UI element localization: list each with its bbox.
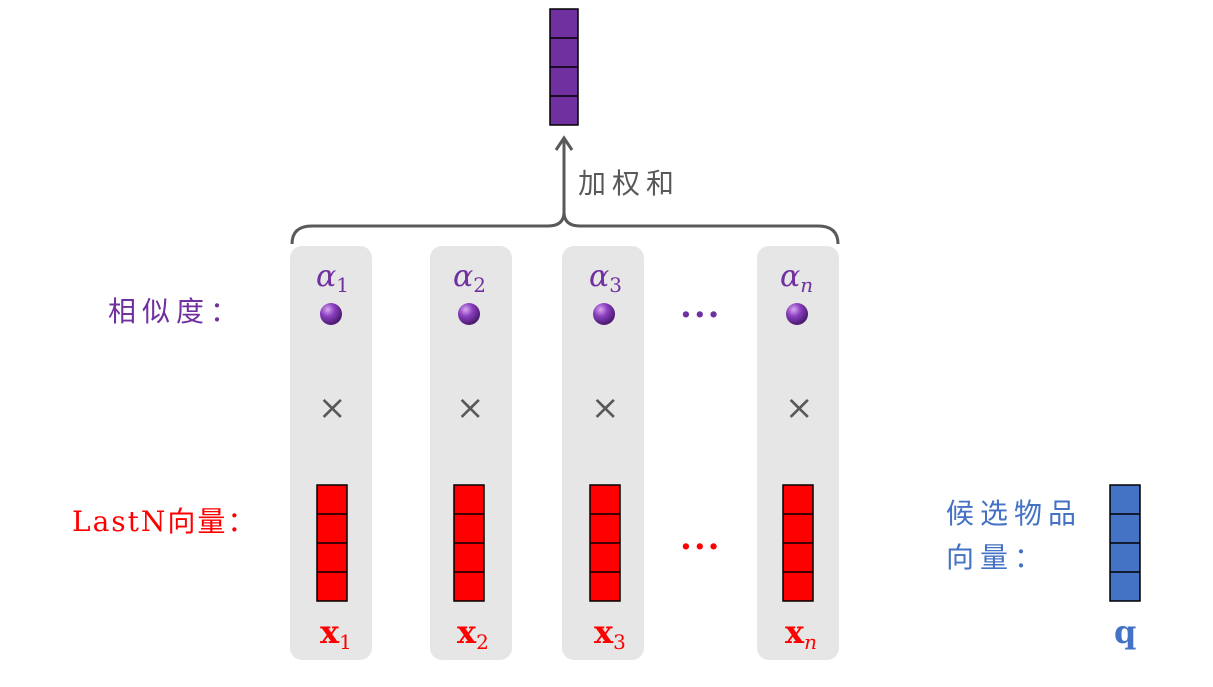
weighted-sum-arrow	[554, 135, 574, 218]
lastn-label: LastN向量：	[72, 505, 258, 538]
candidate-label-line1: 候选物品	[946, 497, 1083, 530]
x-label-n: xn	[785, 613, 817, 654]
alpha-label-2: α2	[453, 259, 486, 297]
similarity-label: 相似度：	[108, 295, 245, 328]
weighted-sum-label: 加权和	[578, 167, 681, 200]
similarity-ball-3	[593, 303, 615, 325]
candidate-label-line2: 向量：	[946, 541, 1049, 574]
alpha-label-n: αn	[780, 259, 814, 297]
x-label-3: x3	[594, 613, 626, 654]
similarity-ball-1	[320, 303, 342, 325]
times-symbol-n: ×	[785, 388, 814, 428]
candidate-symbol: q	[1114, 613, 1137, 651]
lastn-ellipsis: ···	[680, 527, 722, 567]
similarity-ellipsis: ···	[680, 295, 722, 335]
similarity-ball-2	[458, 303, 480, 325]
x-label-1: x1	[320, 613, 352, 654]
times-symbol-1: ×	[318, 388, 347, 428]
output-vector	[549, 8, 579, 126]
times-symbol-2: ×	[456, 388, 485, 428]
lastn-vector-1	[316, 484, 348, 602]
curly-brace	[290, 211, 840, 245]
candidate-vector	[1109, 484, 1141, 602]
x-label-2: x2	[457, 613, 489, 654]
times-symbol-3: ×	[591, 388, 620, 428]
alpha-label-1: α1	[316, 259, 349, 297]
similarity-ball-n	[786, 303, 808, 325]
alpha-label-3: α3	[589, 259, 622, 297]
lastn-vector-2	[453, 484, 485, 602]
lastn-vector-3	[589, 484, 621, 602]
lastn-vector-n	[782, 484, 814, 602]
